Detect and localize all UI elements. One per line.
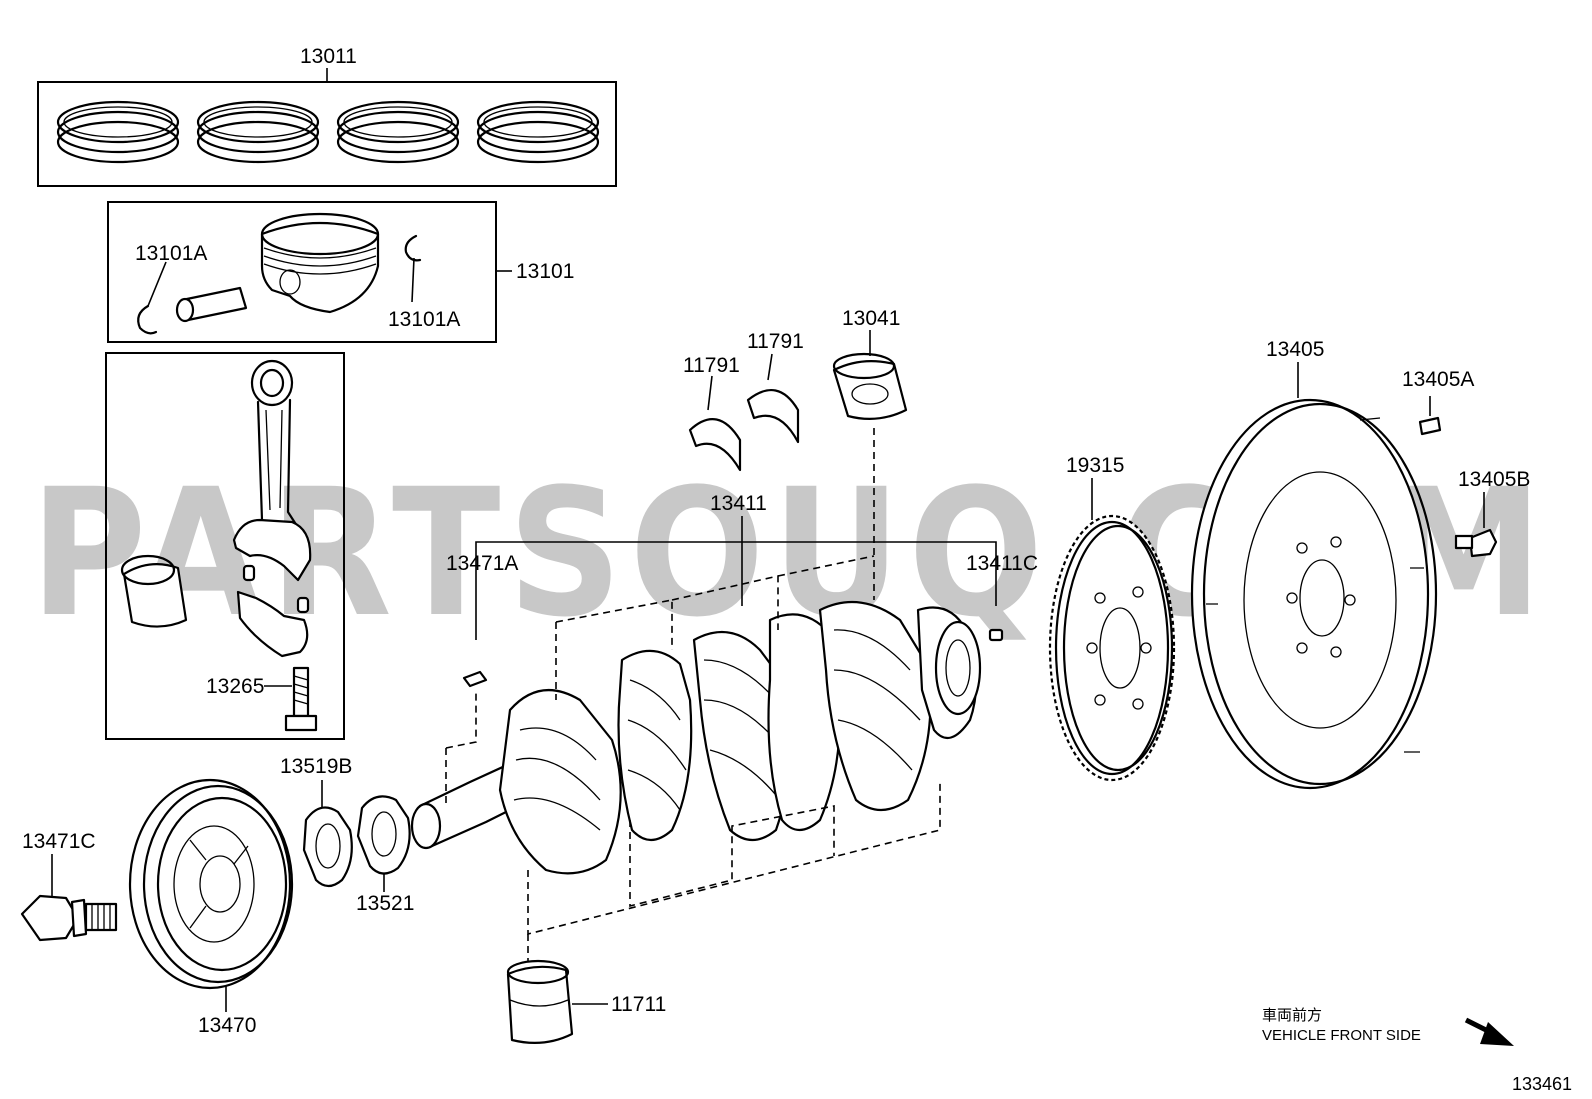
label-13411C[interactable]: 13411C <box>966 552 1038 575</box>
crankshaft[interactable] <box>410 600 982 875</box>
label-13101[interactable]: 13101 <box>516 260 574 283</box>
label-13471C[interactable]: 13471C <box>22 830 96 853</box>
label-13101A-bottom[interactable]: 13101A <box>388 308 460 331</box>
arrow-down-right-icon <box>1464 1017 1514 1046</box>
label-13405A[interactable]: 13405A <box>1402 368 1474 391</box>
label-13405[interactable]: 13405 <box>1266 338 1324 361</box>
main-bearing-upper[interactable] <box>832 352 908 421</box>
label-19315[interactable]: 19315 <box>1066 454 1124 477</box>
crank-gear[interactable] <box>356 795 411 875</box>
label-13521[interactable]: 13521 <box>356 892 414 915</box>
label-13101A-top[interactable]: 13101A <box>135 242 207 265</box>
piston-rings-set[interactable] <box>37 68 617 187</box>
label-13265[interactable]: 13265 <box>206 675 264 698</box>
crankshaft-pulley[interactable] <box>128 778 294 990</box>
piston-assembly[interactable] <box>107 201 512 343</box>
crank-position-sensor-plate[interactable] <box>1048 514 1176 782</box>
label-11791-a[interactable]: 11791 <box>683 354 740 377</box>
connecting-rod-assembly[interactable] <box>105 352 345 740</box>
label-13041[interactable]: 13041 <box>842 307 900 330</box>
pulley-bolt[interactable] <box>20 894 118 942</box>
label-11711[interactable]: 11711 <box>611 993 666 1016</box>
thrust-bearing[interactable] <box>506 959 574 1045</box>
thrust-washers[interactable] <box>688 389 800 472</box>
flywheel-bolt[interactable] <box>1454 528 1498 558</box>
direction-label-jp: 車両前方 <box>1262 1006 1322 1024</box>
label-11791-b[interactable]: 11791 <box>747 330 804 353</box>
crank-pin[interactable] <box>988 628 1004 642</box>
crank-timing-sprocket[interactable] <box>302 806 353 888</box>
woodruff-key[interactable] <box>462 670 488 688</box>
label-13011[interactable]: 13011 <box>300 45 357 68</box>
flywheel[interactable] <box>1190 398 1438 790</box>
label-13471A[interactable]: 13471A <box>446 552 518 575</box>
label-13411[interactable]: 13411 <box>710 492 767 515</box>
flywheel-dowel[interactable] <box>1418 416 1442 436</box>
label-13519B[interactable]: 13519B <box>280 755 352 778</box>
diagram-id: 133461 <box>1512 1074 1572 1094</box>
alignment-lines <box>445 555 941 962</box>
label-13470[interactable]: 13470 <box>198 1014 256 1037</box>
direction-label-en: VEHICLE FRONT SIDE <box>1262 1027 1421 1044</box>
label-13405B[interactable]: 13405B <box>1458 468 1530 491</box>
